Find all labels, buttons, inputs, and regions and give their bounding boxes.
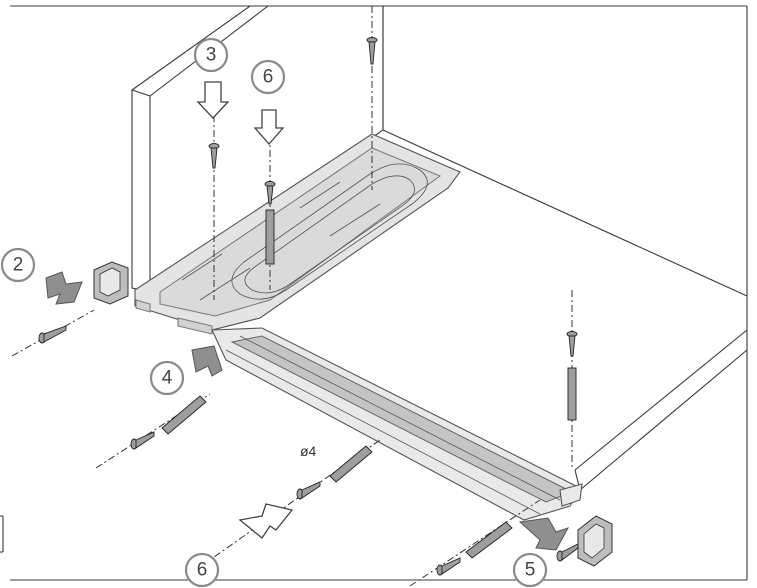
dimension-label: ø4 — [300, 443, 317, 459]
screw-bottom-right — [436, 521, 513, 576]
side-rail — [211, 327, 583, 521]
screw-end-cap-right — [556, 543, 579, 562]
screw-tray-left — [208, 143, 220, 169]
base-tray — [134, 133, 461, 335]
end-cap-left — [93, 261, 129, 305]
screws — [38, 37, 579, 576]
callout-3-label: 3 — [206, 45, 217, 66]
callout-6-top-label: 6 — [263, 67, 274, 88]
callout-5: 5 — [512, 552, 548, 588]
callout-3: 3 — [193, 37, 229, 73]
screw-side-left — [38, 325, 67, 344]
left-arrow-step-5 — [518, 517, 570, 551]
screw-top-back — [366, 37, 378, 65]
right-arrow-step-2 — [45, 271, 83, 305]
screw-bottom-middle — [296, 445, 373, 500]
arrows — [45, 81, 570, 551]
callout-2: 2 — [0, 247, 36, 283]
down-arrow-step-3 — [196, 81, 230, 119]
left-arrow-step-4 — [191, 345, 223, 377]
down-arrow-step-6 — [253, 109, 285, 145]
callout-2-label: 2 — [13, 255, 24, 276]
end-cap-right — [577, 515, 613, 567]
callout-6-bottom-label: 6 — [197, 560, 208, 581]
callout-5-label: 5 — [525, 560, 536, 581]
callout-4-label: 4 — [162, 368, 173, 389]
assembly-guide-lines — [11, 6, 573, 587]
screw-rail-right — [566, 331, 578, 421]
callout-4: 4 — [149, 360, 185, 396]
cabinet-bottom-panel — [382, 6, 748, 491]
screw-tray-right — [264, 181, 276, 265]
callout-6-bottom: 6 — [184, 552, 220, 588]
callout-6-top: 6 — [250, 59, 286, 95]
up-arrow-step-6 — [238, 503, 294, 539]
screw-rail-front — [130, 395, 207, 450]
